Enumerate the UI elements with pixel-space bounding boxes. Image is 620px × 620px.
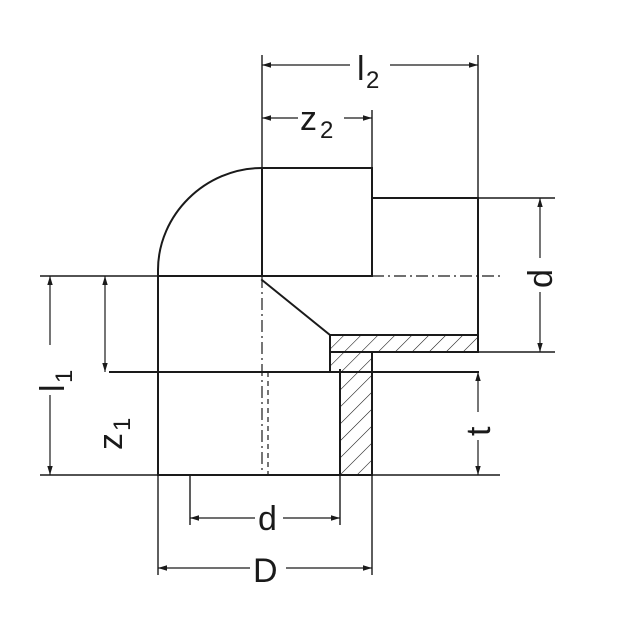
label-d-bottom: d bbox=[258, 500, 277, 538]
label-l2-sub: 2 bbox=[366, 67, 379, 94]
label-z2: z bbox=[300, 100, 317, 138]
label-z1: z bbox=[92, 433, 130, 450]
dimension-labels: l 2 z 2 l 1 z 1 d t d D bbox=[28, 42, 560, 590]
dimension-lines bbox=[47, 62, 543, 571]
hatched-section bbox=[330, 335, 478, 475]
extension-lines bbox=[40, 55, 555, 575]
label-D: D bbox=[253, 552, 278, 590]
label-l1-sub: 1 bbox=[51, 370, 78, 383]
label-d-right: d bbox=[522, 269, 560, 288]
fitting-outline bbox=[109, 167, 479, 476]
label-z2-sub: 2 bbox=[320, 117, 333, 144]
centerlines bbox=[261, 275, 500, 475]
label-l1: l bbox=[34, 384, 72, 392]
label-t: t bbox=[460, 426, 498, 436]
label-l2: l bbox=[357, 50, 365, 88]
label-z1-sub: 1 bbox=[109, 418, 136, 431]
